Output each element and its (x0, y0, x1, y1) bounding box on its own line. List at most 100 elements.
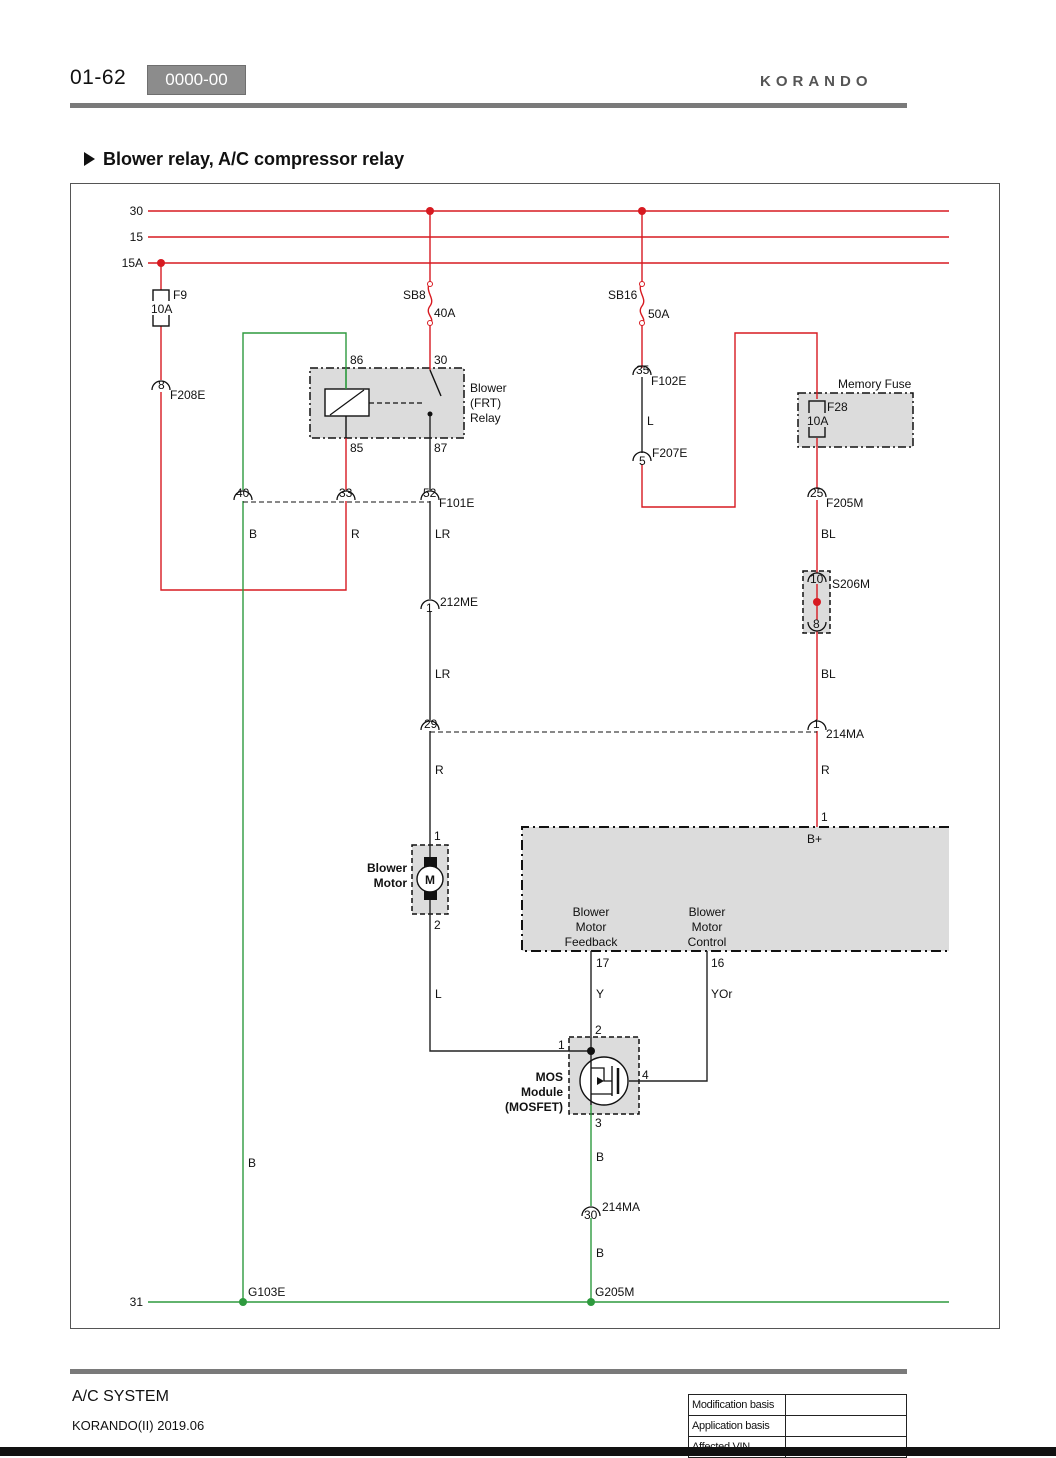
connector-f208e-pin: 8 (158, 378, 165, 392)
ground-g205m: G205M (595, 1285, 634, 1299)
connector-212me-label: 212ME (440, 595, 478, 609)
feedback-label-3: Feedback (565, 935, 619, 949)
connector-f205m-label: F205M (826, 496, 863, 510)
connector-214ma-lower-pin: 30 (584, 1208, 598, 1222)
wire-color-l: L (647, 414, 654, 428)
modification-basis-value (785, 1394, 907, 1416)
page-number: 01-62 (70, 66, 127, 89)
brand-logo: KORANDO (760, 73, 873, 90)
wire-color-r: R (821, 763, 830, 777)
connector-214ma-lower-label: 214MA (602, 1200, 640, 1214)
relay-pin-30: 30 (434, 353, 448, 367)
wire-color-r: R (435, 763, 444, 777)
fuse-f9-name: F9 (173, 288, 187, 302)
connector-214ma-label: 214MA (826, 727, 864, 741)
application-basis-label: Application basis (688, 1415, 786, 1437)
feedback-pin: 17 (596, 956, 610, 970)
relay-label-3: Relay (470, 411, 501, 425)
mos-pin-2: 2 (595, 1023, 602, 1037)
control-label-3: Control (688, 935, 727, 949)
header-rule (70, 103, 907, 108)
fuse-sb16-icon (639, 281, 645, 325)
fuse-sb16-name: SB16 (608, 288, 638, 302)
connector-f101e-pin-33: 33 (339, 486, 353, 500)
control-pin: 16 (711, 956, 725, 970)
connector-f205m-icon (807, 487, 827, 498)
connector-s206m-pin-10: 10 (810, 572, 824, 586)
connector-214ma-lower-icon (581, 1206, 601, 1217)
connector-s206m-top-icon (807, 572, 827, 583)
relay-switch-contact (429, 369, 442, 397)
mos-pin-3: 3 (595, 1116, 602, 1130)
connector-f101e-33-icon (336, 490, 356, 501)
module-pin-bplus-number: 1 (821, 810, 828, 824)
mos-pin-4: 4 (642, 1068, 649, 1082)
connector-f101e-52-icon (420, 490, 440, 501)
triangle-bullet-icon (84, 152, 95, 166)
splice-dot (587, 1298, 595, 1306)
control-module-box (521, 826, 949, 952)
signal-wires (429, 415, 708, 1082)
connector-f207e-icon (632, 451, 652, 462)
blower-motor-label-2: Motor (374, 876, 408, 890)
wire-color-b: B (596, 1150, 604, 1164)
revision-table: Modification basis Application basis Aff… (688, 1394, 907, 1458)
connector-f102e-pin: 35 (636, 363, 650, 377)
fuse-sb8-name: SB8 (403, 288, 426, 302)
fuse-sb8-rating: 40A (434, 306, 455, 320)
application-basis-value (785, 1415, 907, 1437)
footer-rule (70, 1369, 907, 1374)
control-label-1: Blower (689, 905, 726, 919)
wire-color-lr: LR (435, 667, 451, 681)
feedback-label-2: Motor (576, 920, 607, 934)
modification-basis-label: Modification basis (688, 1394, 786, 1416)
motor-symbol: M (425, 873, 435, 887)
splice-dot (239, 1298, 247, 1306)
connector-s206m-bottom-icon (807, 621, 827, 632)
mos-label-1: MOS (536, 1070, 563, 1084)
connector-214ma-1-icon (807, 720, 827, 731)
relay-pin-86: 86 (350, 353, 364, 367)
blower-motor-pin-1: 1 (434, 829, 441, 843)
fuse-sb16-rating: 50A (648, 307, 669, 321)
fuse-sb8-icon (427, 281, 433, 325)
connector-f101e-pin-52: 52 (423, 486, 437, 500)
relay-pin-85: 85 (350, 441, 364, 455)
connector-f208e-icon (151, 380, 171, 391)
connector-212me-pin: 1 (426, 601, 433, 615)
bus-label-31: 31 (130, 1295, 144, 1309)
wire-color-l: L (435, 987, 442, 1001)
feedback-label-1: Blower (573, 905, 610, 919)
wire-color-yor: YOr (711, 987, 732, 1001)
splice-dot (813, 598, 821, 606)
ground-g103e: G103E (248, 1285, 285, 1299)
wire-color-lr: LR (435, 527, 451, 541)
connector-s206m-pin-8: 8 (813, 617, 820, 631)
connector-f102e-label: F102E (651, 374, 686, 388)
mos-pin-1: 1 (558, 1038, 565, 1052)
connector-214ma-pin-29: 29 (424, 717, 438, 731)
section-code-badge: 0000-00 (147, 65, 246, 95)
wire-color-b: B (248, 1156, 256, 1170)
connector-f207e-label: F207E (652, 446, 687, 460)
wire-color-bl: BL (821, 667, 836, 681)
footer-system-name: A/C SYSTEM (72, 1388, 169, 1405)
connector-f205m-pin: 25 (810, 486, 824, 500)
connector-f101e-40-icon (233, 490, 253, 501)
diagram-frame (70, 183, 1000, 1329)
connector-f208e-label: F208E (170, 388, 205, 402)
power-buses (148, 210, 949, 264)
mos-label-2: Module (521, 1085, 563, 1099)
splice-dot (638, 207, 646, 215)
footer-model-name: KORANDO(II) 2019.06 (72, 1418, 205, 1433)
module-bplus-label: B+ (807, 832, 822, 846)
bus-label-15a: 15A (122, 256, 143, 270)
wire-color-r: R (351, 527, 360, 541)
table-row: Application basis (688, 1415, 907, 1437)
power-wires (160, 211, 818, 827)
relay-pin-87: 87 (434, 441, 448, 455)
fuse-f28-name: F28 (827, 400, 848, 414)
connector-214ma-29-icon (420, 720, 440, 731)
splice-dot (157, 259, 165, 267)
splice-dot (587, 1047, 595, 1055)
